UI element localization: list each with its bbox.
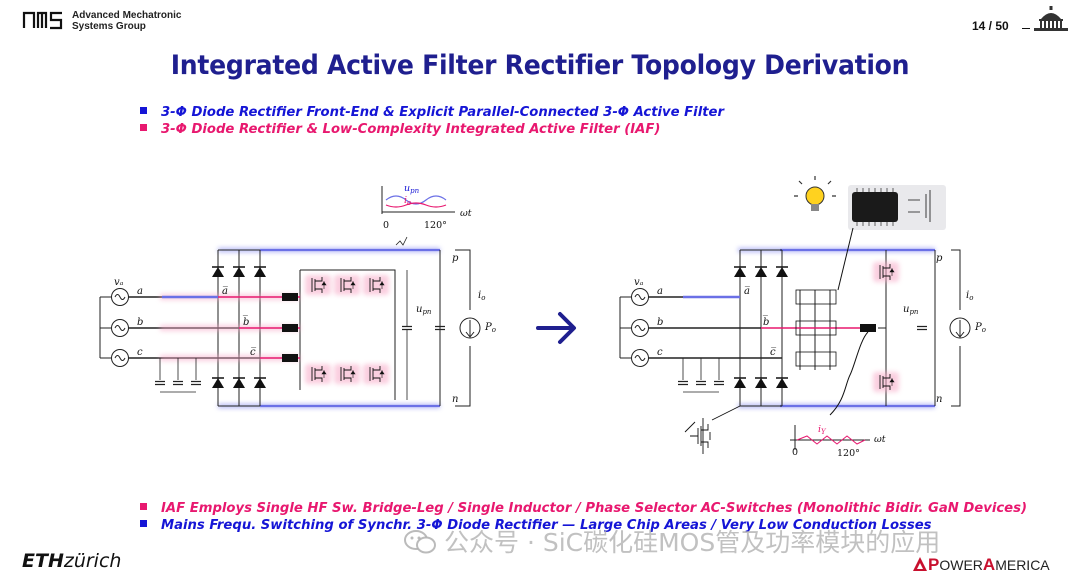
svg-text:n: n [452, 394, 458, 405]
wechat-watermark: 公众号 · SiC碳化硅MOS管及功率模块的应用 [404, 523, 1054, 559]
ac-source-icon [111, 319, 129, 337]
svg-text:c̅: c̅ [770, 347, 776, 358]
ac-source-icon [111, 349, 129, 367]
svg-text:c: c [137, 347, 143, 358]
inductor-icon [282, 293, 298, 301]
svg-text:upn: upn [404, 183, 420, 195]
bullet-square-icon [140, 503, 147, 510]
svg-text:io: io [478, 290, 485, 302]
svg-text:io: io [966, 290, 973, 302]
svg-text:120°: 120° [837, 448, 860, 459]
bullet-bottom-1: IAF Employs Single HF Sw. Bridge-Leg / S… [140, 501, 1027, 516]
left-waveform-inset: upn io 0 120° ωt [381, 183, 472, 246]
svg-text:b: b [137, 317, 143, 328]
svg-text:b̅: b̅ [763, 316, 770, 328]
svg-text:upn: upn [416, 304, 432, 316]
svg-text:120°: 120° [424, 220, 447, 231]
svg-text:a: a [137, 286, 143, 297]
svg-text:io: io [404, 195, 411, 207]
right-circuit: vₐ a b c a̅ b̅ c̅ p n upn io Po iY 0 120… [619, 176, 986, 459]
svg-text:ωt: ωt [874, 434, 886, 445]
watermark-text: 公众号 · SiC碳化硅MOS管及功率模块的应用 [444, 528, 941, 557]
ac-source-icon [631, 288, 649, 306]
bidir-switch-icon [684, 418, 711, 454]
bullet-bottom-2-text: Mains Frequ. Switching of Synchr. 3-Φ Di… [161, 518, 932, 533]
svg-text:b̅: b̅ [243, 316, 250, 328]
svg-text:vₐ: vₐ [634, 277, 644, 288]
right-waveform-inset: iY 0 120° ωt [790, 331, 886, 459]
bullet-top-2: 3-Φ Diode Rectifier & Low-Complexity Int… [140, 122, 660, 137]
inductor-icon [282, 354, 298, 362]
svg-text:c: c [657, 347, 663, 358]
svg-text:vₐ: vₐ [114, 277, 124, 288]
left-circuit: vₐ a b c a̅ b̅ c̅ p n upn io Po upn io 0… [99, 183, 496, 408]
circuit-diagrams: vₐ a b c a̅ b̅ c̅ p n upn io Po upn io 0… [99, 176, 986, 459]
page-divider [1022, 28, 1030, 29]
lightbulb-icon [794, 176, 836, 211]
capitol-building-icon [1034, 6, 1068, 31]
svg-text:ωt: ωt [460, 208, 472, 219]
svg-text:0: 0 [792, 447, 798, 458]
power-america-logo: POWERAMERICA [912, 555, 1050, 575]
eth-zurich-logo: ETHzürich [22, 550, 122, 572]
svg-text:iY: iY [818, 424, 827, 436]
svg-text:Po: Po [974, 322, 986, 334]
page-number: 14 / 50 [972, 19, 1009, 33]
bullet-bottom-2: Mains Frequ. Switching of Synchr. 3-Φ Di… [140, 518, 932, 533]
svg-text:p: p [936, 253, 943, 264]
slide-title: Integrated Active Filter Rectifier Topol… [170, 50, 910, 81]
ac-source-icon [631, 349, 649, 367]
bullet-square-icon [140, 520, 147, 527]
svg-text:a̅: a̅ [744, 286, 750, 297]
bullet-bottom-1-text: IAF Employs Single HF Sw. Bridge-Leg / S… [161, 501, 1027, 516]
svg-text:0: 0 [383, 220, 389, 231]
power-america-triangle-icon [913, 557, 927, 571]
svg-text:a̅: a̅ [222, 286, 228, 297]
arrow-right-icon [536, 312, 576, 344]
group-name-line1: Advanced Mechatronic [72, 10, 182, 21]
inductor-icon [282, 324, 298, 332]
bullet-top-1-text: 3-Φ Diode Rectifier Front-End & Explicit… [161, 105, 724, 120]
ac-source-icon [111, 288, 129, 306]
ams-logo-icon [22, 11, 63, 30]
group-name: Advanced Mechatronic Systems Group [72, 10, 181, 32]
bullet-square-icon [140, 124, 147, 131]
svg-text:a: a [657, 286, 663, 297]
svg-text:c̅: c̅ [250, 347, 256, 358]
svg-text:Po: Po [484, 322, 496, 334]
inductor-icon [860, 324, 876, 332]
svg-text:upn: upn [903, 304, 919, 316]
bullet-top-2-text: 3-Φ Diode Rectifier & Low-Complexity Int… [161, 122, 661, 137]
group-name-line2: Systems Group [72, 21, 146, 32]
svg-text:n: n [936, 394, 942, 405]
wechat-icon [404, 530, 436, 554]
svg-text:p: p [452, 253, 459, 264]
bullet-square-icon [140, 107, 147, 114]
svg-text:b: b [657, 317, 663, 328]
ac-source-icon [631, 319, 649, 337]
bullet-top-1: 3-Φ Diode Rectifier Front-End & Explicit… [140, 105, 724, 120]
